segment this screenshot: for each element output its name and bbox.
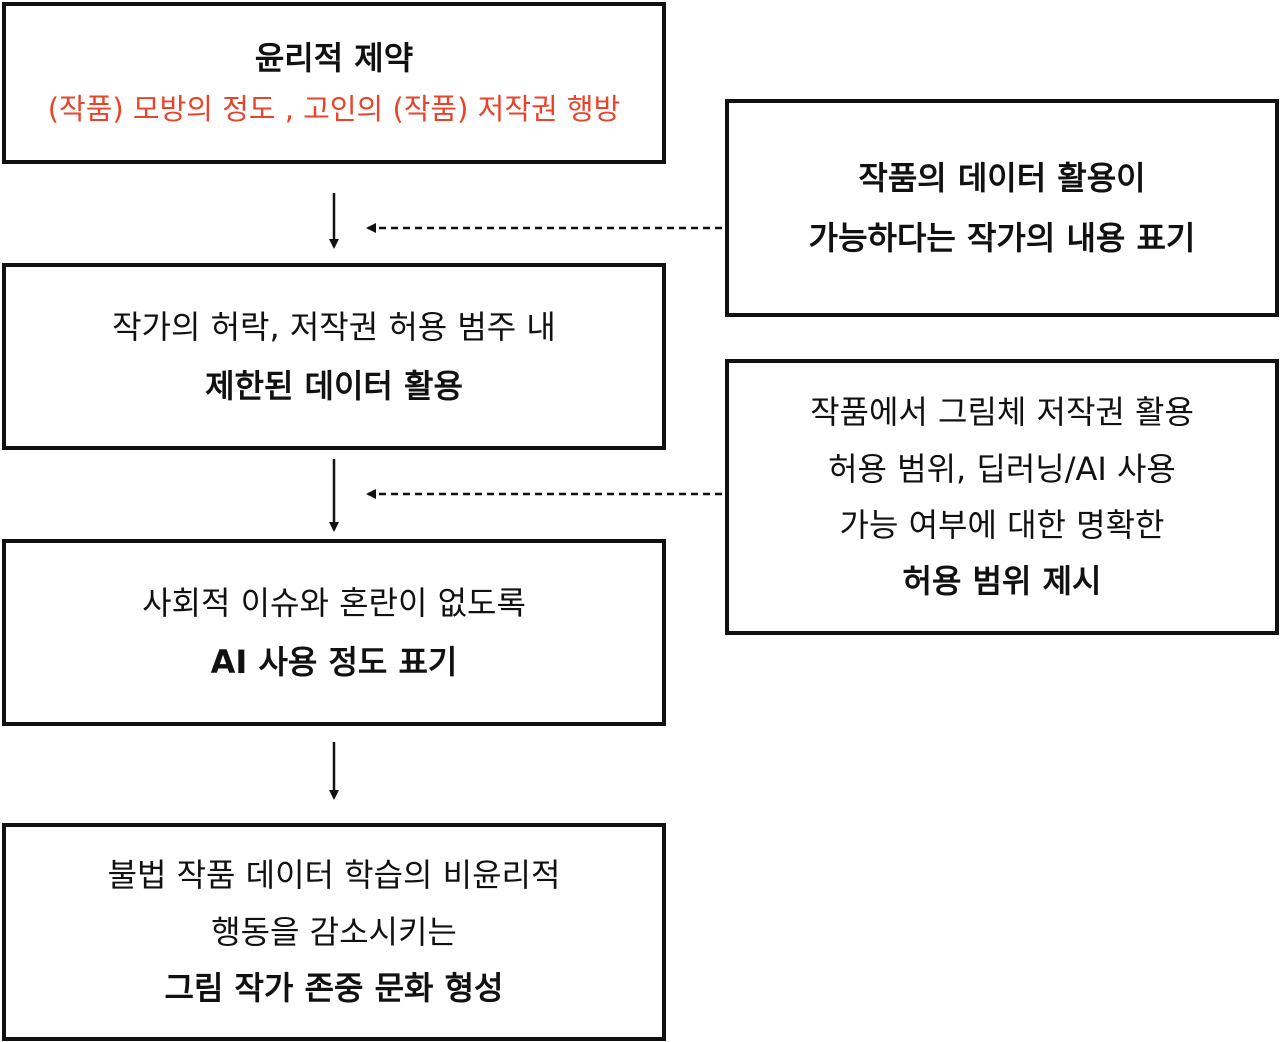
scope-line-2: 허용 범위, 딥러닝/AI 사용 (828, 449, 1176, 488)
respect-culture-box: 불법 작품 데이터 학습의 비윤리적 행동을 감소시키는 그림 작가 존중 문화… (2, 823, 666, 1041)
ethics-constraint-box: 윤리적 제약 (작품) 모방의 정도 , 고인의 (작품) 저작권 행방 (2, 2, 666, 164)
artist-note-line-1: 작품의 데이터 활용이 (858, 158, 1146, 197)
artist-note-line-2: 가능하다는 작가의 내용 표기 (808, 219, 1196, 257)
consent-box: 작가의 허락, 저작권 허용 범주 내 제한된 데이터 활용 (2, 263, 666, 450)
culture-line-2: 행동을 감소시키는 (211, 912, 457, 951)
ethics-title: 윤리적 제약 (254, 39, 414, 78)
permission-scope-box: 작품에서 그림체 저작권 활용 허용 범위, 딥러닝/AI 사용 가능 여부에 … (725, 359, 1279, 635)
scope-line-1: 작품에서 그림체 저작권 활용 (810, 393, 1194, 432)
scope-line-3: 가능 여부에 대한 명확한 (839, 506, 1165, 544)
artist-notice-box: 작품의 데이터 활용이 가능하다는 작가의 내용 표기 (725, 99, 1279, 317)
ethics-subtitle: (작품) 모방의 정도 , 고인의 (작품) 저작권 행방 (47, 91, 621, 126)
disclosure-line-1: 사회적 이슈와 혼란이 없도록 (142, 584, 526, 623)
consent-line-2: 제한된 데이터 활용 (205, 366, 463, 405)
ai-disclosure-box: 사회적 이슈와 혼란이 없도록 AI 사용 정도 표기 (2, 539, 666, 726)
consent-line-1: 작가의 허락, 저작권 허용 범주 내 (112, 308, 556, 347)
scope-line-4: 허용 범위 제시 (902, 562, 1102, 601)
culture-line-1: 불법 작품 데이터 학습의 비윤리적 (107, 856, 561, 895)
culture-line-3: 그림 작가 존중 문화 형성 (164, 969, 504, 1008)
disclosure-line-2: AI 사용 정도 표기 (210, 642, 458, 681)
